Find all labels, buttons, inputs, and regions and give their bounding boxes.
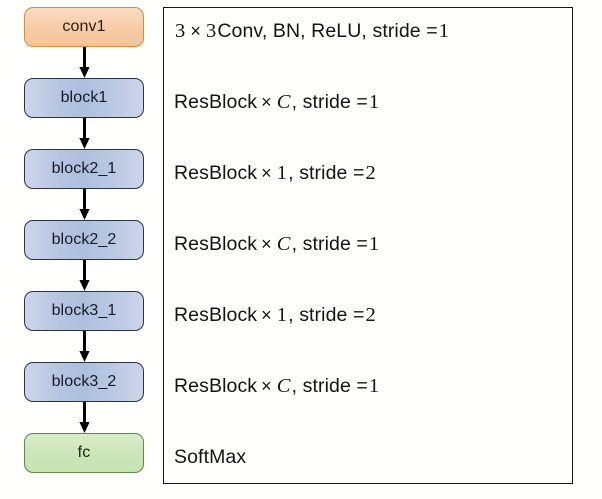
flow-node-block2-1[interactable]: block2_1 [24, 149, 144, 189]
spec-text-run: ResBlock [174, 161, 258, 184]
spec-line-fc: SoftMax [174, 444, 246, 470]
spec-text-run: 1 [368, 232, 380, 255]
spec-text-run: × [261, 91, 272, 112]
flow-node-conv1[interactable]: conv1 [24, 7, 144, 47]
flow-node-block1[interactable]: block1 [24, 78, 144, 118]
spec-line-block2-2: ResBlock×C, stride = 1 [174, 231, 380, 257]
spec-text-run: , stride = [291, 232, 368, 255]
spec-text-run: ResBlock [174, 374, 258, 397]
spec-text-run: , stride = [288, 161, 365, 184]
flow-node-block3-1[interactable]: block3_1 [24, 291, 144, 331]
spec-text-run: 3 [175, 19, 186, 42]
flow-node-label: conv1 [62, 18, 106, 35]
spec-text-run: , stride = [291, 374, 368, 397]
spec-line-block1: ResBlock×C, stride = 1 [174, 89, 380, 115]
flow-arrow-3 [78, 189, 91, 220]
flow-node-label: block3_1 [51, 302, 117, 319]
spec-text-run: 1 [276, 303, 288, 326]
spec-text-run: C [276, 90, 291, 113]
spec-line-block2-1: ResBlock×1, stride = 2 [174, 160, 377, 186]
spec-text-run: 3 [205, 19, 217, 42]
spec-text-run: 1 [368, 374, 380, 397]
spec-text-run: × [261, 233, 272, 254]
spec-text-run: × [190, 20, 201, 41]
flow-arrow-6 [78, 402, 91, 433]
flow-node-label: fc [77, 444, 91, 461]
spec-text-run: 1 [438, 19, 450, 42]
flow-node-label: block2_2 [51, 231, 117, 248]
spec-text-run: 1 [368, 90, 380, 113]
spec-text-run: × [261, 162, 272, 183]
spec-line-block3-1: ResBlock×1, stride = 2 [174, 302, 377, 328]
spec-text-run: SoftMax [174, 445, 247, 468]
spec-text-run: C [276, 232, 291, 255]
spec-text-run: × [261, 375, 272, 396]
spec-line-conv1: 3×3 Conv, BN, ReLU, stride = 1 [174, 18, 450, 44]
flow-node-block2-2[interactable]: block2_2 [24, 220, 144, 260]
flow-node-block3-2[interactable]: block3_2 [24, 362, 144, 402]
spec-text-run: ResBlock [174, 303, 258, 326]
network-flow-column: conv1 block1 block2_1 block2_2 block3_1 [0, 0, 163, 499]
spec-text-run: C [276, 374, 291, 397]
flow-arrow-4 [78, 260, 91, 291]
flow-node-fc[interactable]: fc [24, 433, 144, 473]
flow-arrow-1 [78, 47, 91, 78]
spec-text-run: , stride = [291, 90, 368, 113]
spec-text-run: 2 [365, 303, 376, 326]
flow-node-label: block1 [60, 89, 108, 106]
spec-text-run: ResBlock [174, 90, 258, 113]
flow-node-label: block2_1 [51, 160, 117, 177]
flow-arrow-5 [78, 331, 91, 362]
flow-arrow-2 [78, 118, 91, 149]
spec-text-run: , stride = [288, 303, 365, 326]
layer-spec-panel: 3×3 Conv, BN, ReLU, stride = 1 ResBlock×… [163, 7, 573, 484]
spec-text-run: 2 [365, 161, 376, 184]
spec-text-run: × [261, 304, 272, 325]
spec-text-run: ResBlock [174, 232, 258, 255]
spec-text-run: 1 [276, 161, 288, 184]
flow-node-label: block3_2 [51, 373, 117, 390]
spec-text-run: Conv, BN, ReLU, stride = [217, 19, 438, 42]
spec-line-block3-2: ResBlock×C, stride = 1 [174, 373, 380, 399]
